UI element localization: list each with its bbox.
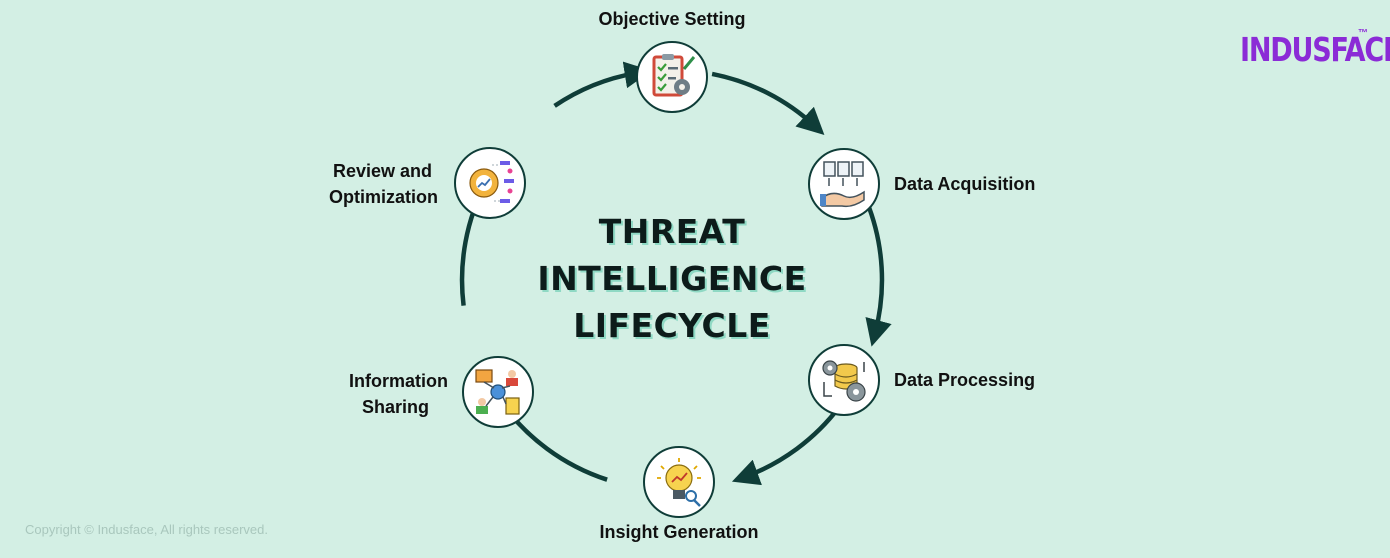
documents-hand-icon xyxy=(820,161,865,208)
arrow-objective-to-acquisition xyxy=(711,71,825,135)
brand-logo: INDUSFACE xyxy=(1240,30,1390,69)
label-information-sharing-line1: Information xyxy=(349,371,448,391)
label-information-sharing-line2: Sharing xyxy=(361,397,429,417)
node-data-acquisition xyxy=(808,148,880,220)
diagram-title: THREAT INTELLIGENCE LIFECYCLE xyxy=(530,208,814,349)
node-data-processing xyxy=(808,344,880,416)
network-share-icon xyxy=(475,369,520,415)
lightbulb-chart-icon xyxy=(657,458,701,507)
node-insight-generation xyxy=(643,446,715,518)
gear-review-icon xyxy=(469,161,514,203)
diagram-title-line3: LIFECYCLE xyxy=(573,306,771,345)
diagram-title-line2: INTELLIGENCE xyxy=(537,259,807,298)
node-review-optimization xyxy=(454,147,526,219)
node-objective-setting xyxy=(636,41,708,113)
clipboard-checklist-icon xyxy=(652,54,696,97)
label-review-optimization-line1: Review and xyxy=(332,161,432,181)
arrow-processing-to-insight xyxy=(731,405,842,486)
label-objective-setting: Objective Setting xyxy=(598,9,746,29)
label-insight-generation: Insight Generation xyxy=(599,522,759,542)
cycle-arrows xyxy=(459,61,892,486)
copyright-text: Copyright © Indusface, All rights reserv… xyxy=(25,522,268,537)
label-review-optimization-line2: Optimization xyxy=(329,187,438,207)
label-data-acquisition: Data Acquisition xyxy=(894,174,1036,194)
diagram-title-line1: THREAT xyxy=(598,212,746,251)
database-gears-icon xyxy=(822,360,866,402)
node-information-sharing xyxy=(462,356,534,428)
brand-trademark: ™ xyxy=(1358,28,1368,39)
label-review-optimization: Review and Optimization xyxy=(290,158,438,210)
label-information-sharing: Information Sharing xyxy=(298,368,448,420)
arrow-acquisition-to-processing xyxy=(864,200,892,347)
label-data-processing: Data Processing xyxy=(894,370,1036,390)
arrow-review-to-objective xyxy=(553,61,652,108)
